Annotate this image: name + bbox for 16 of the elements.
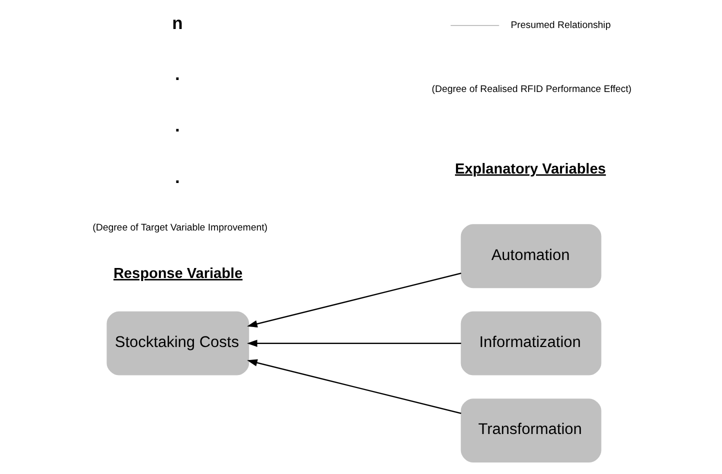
label: . [174,116,180,136]
label: n [172,12,182,33]
label: (Degree of Target Variable Improvement) [92,222,268,234]
label: . [174,166,180,187]
label: Explanatory Variables [454,161,606,178]
legend-label: Presumed Relationship [510,20,610,31]
label: . [174,64,180,84]
arrow [246,272,461,328]
arrow [246,340,461,347]
node-box: Transformation [460,398,601,463]
label: (Degree of Realised RFID Performance Effect) [431,84,632,95]
label: Response Variable [112,266,242,282]
arrow [246,359,461,414]
node-box: Informatization [460,311,601,376]
node-box: Stocktaking Costs [106,311,249,376]
node-box: Automation [460,224,601,288]
